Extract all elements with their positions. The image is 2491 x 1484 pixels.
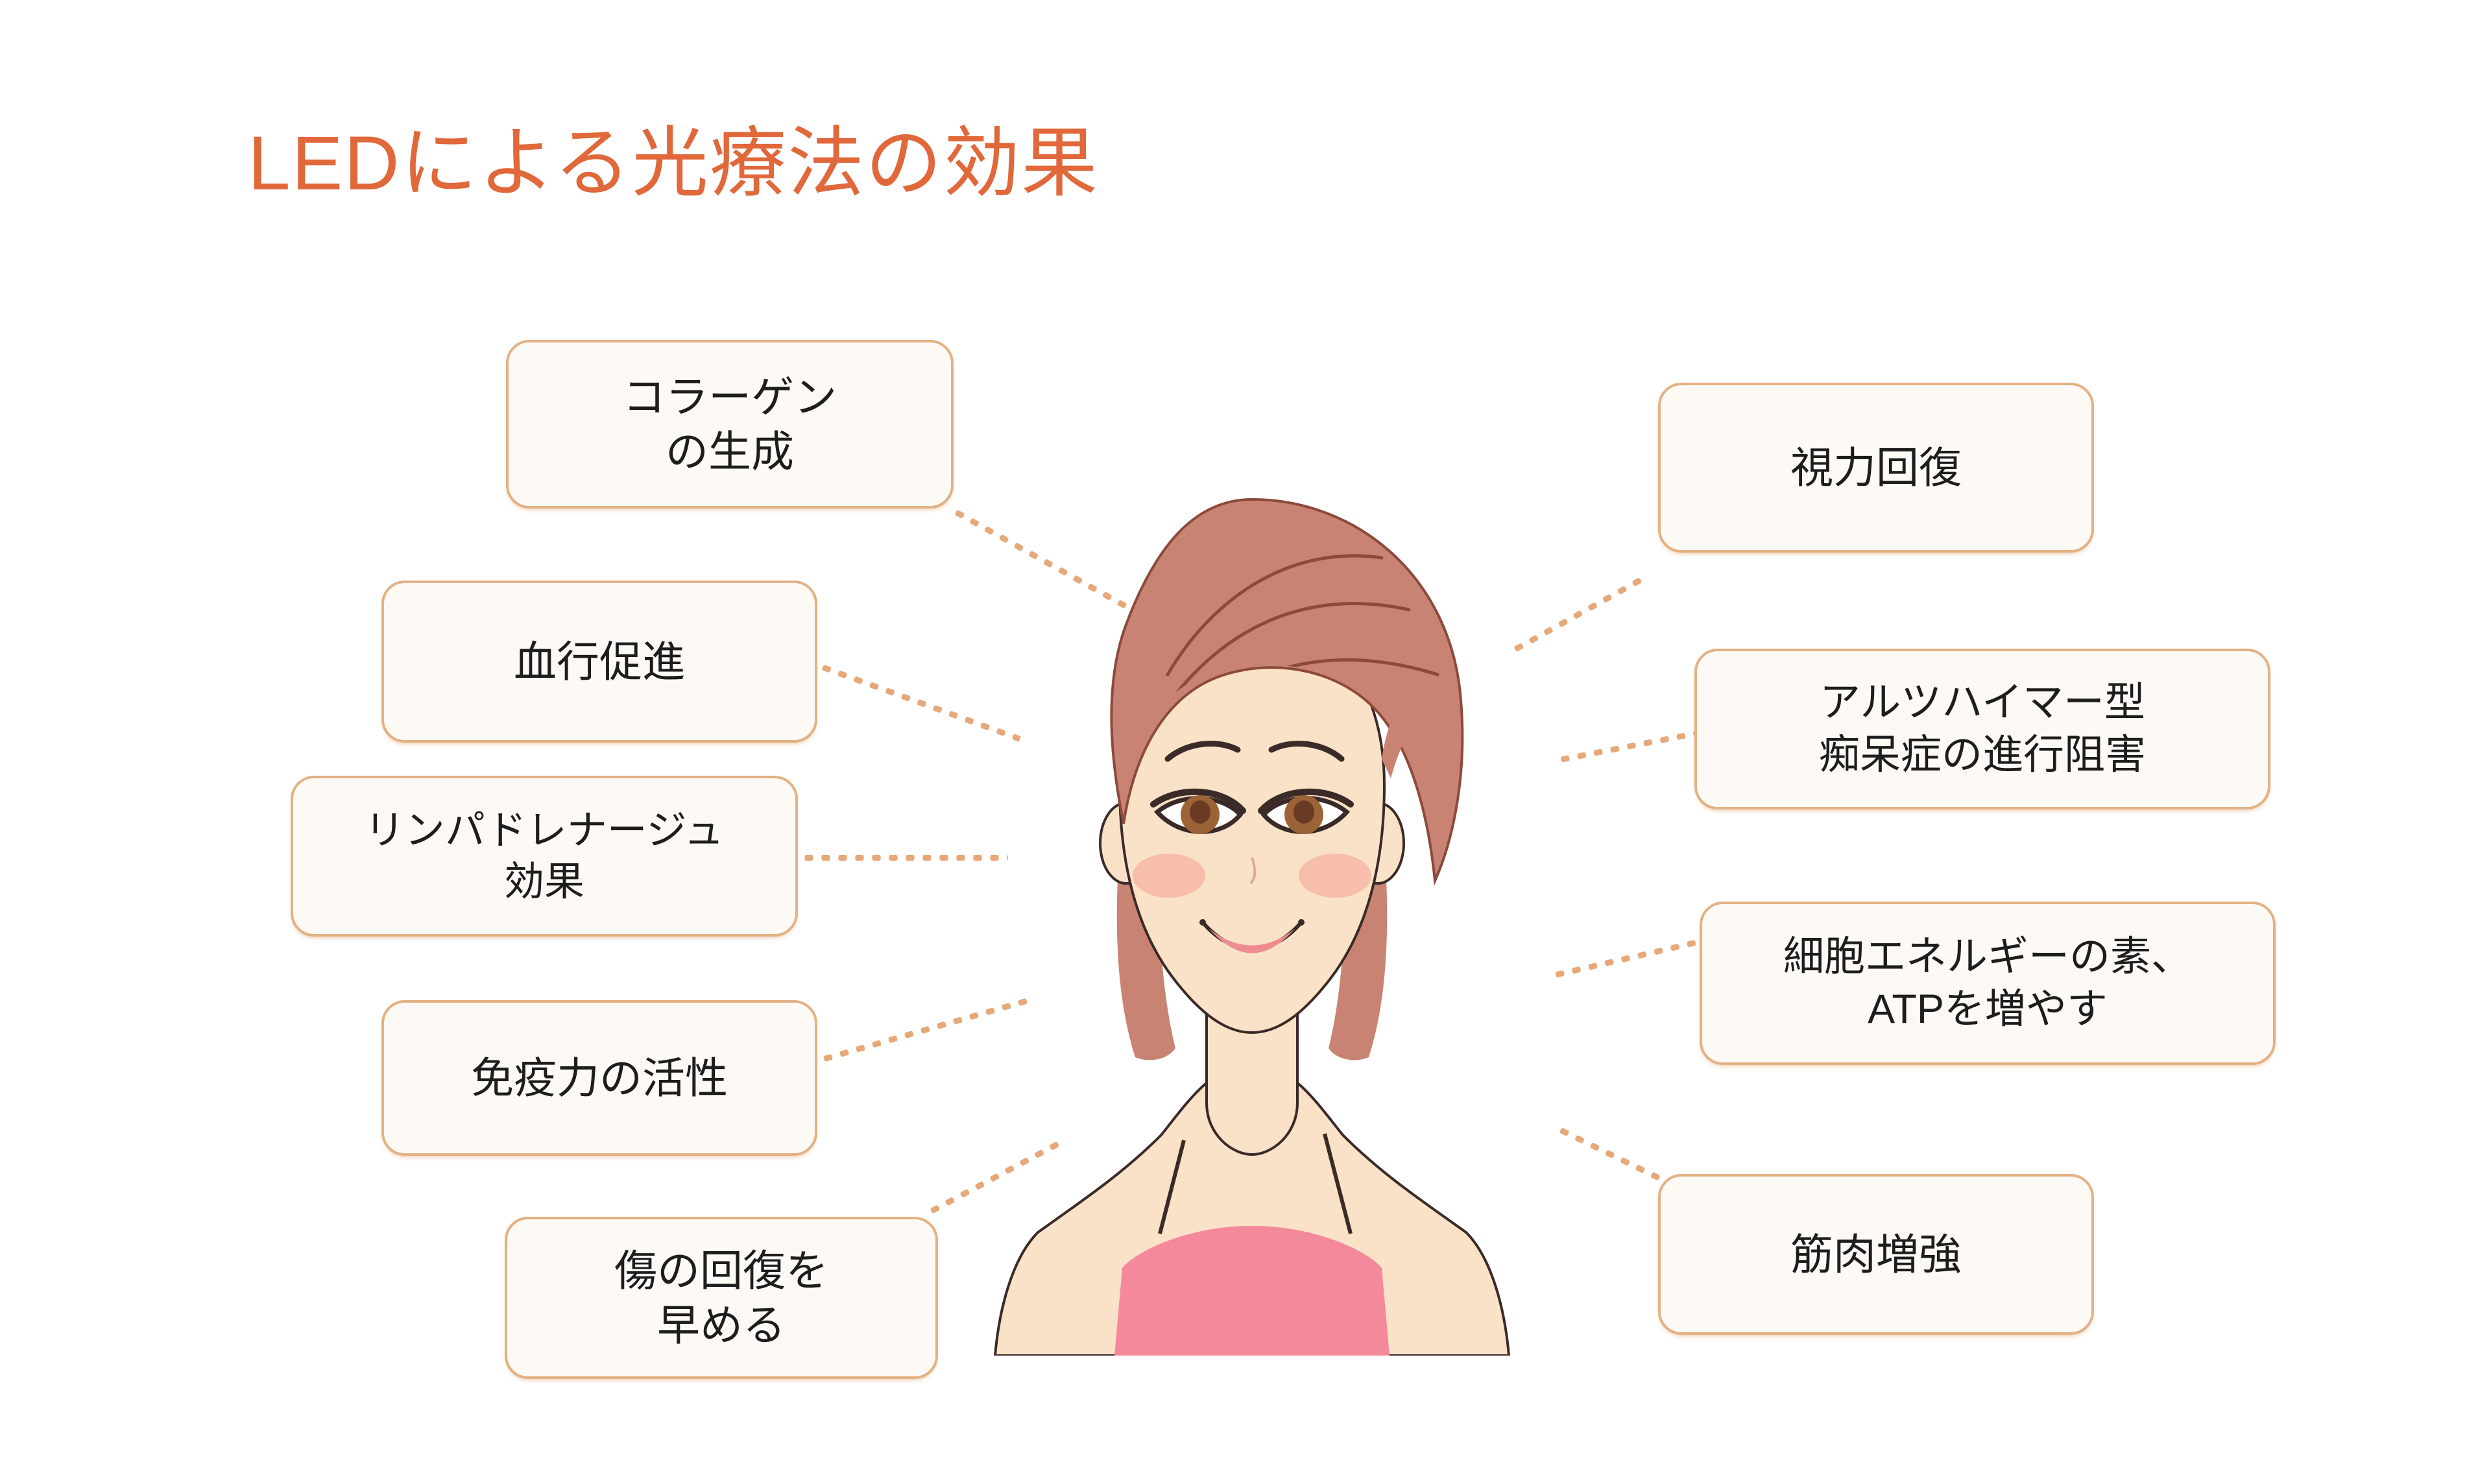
callout-alzheimer-prevention[interactable]: アルツハイマー型 痴呆症の進行阻害 xyxy=(1694,649,2270,809)
woman-illustration xyxy=(928,480,1576,1356)
callout-label: 筋肉増強 xyxy=(1790,1230,1962,1278)
callout-blood-circulation[interactable]: 血行促進 xyxy=(381,580,817,743)
callout-label: 血行促進 xyxy=(514,637,685,686)
callout-label: アルツハイマー型 痴呆症の進行阻害 xyxy=(1819,680,2146,778)
callout-label: 傷の回復を 早める xyxy=(614,1246,828,1349)
connector-alzheimer xyxy=(1556,730,1698,763)
page-title: LEDによる光療法の効果 xyxy=(248,121,1100,206)
callout-wound-healing[interactable]: 傷の回復を 早める xyxy=(505,1217,938,1379)
callout-collagen-production[interactable]: コラーゲン の生成 xyxy=(506,340,954,509)
callout-label: リンパドレナージュ 効果 xyxy=(364,808,725,904)
callout-muscle-strengthening[interactable]: 筋肉増強 xyxy=(1658,1174,2094,1335)
callout-atp-increase[interactable]: 細胞エネルギーの素、 ATPを増やす xyxy=(1700,902,2276,1065)
callout-lymphatic-drainage[interactable]: リンパドレナージュ 効果 xyxy=(291,776,798,937)
callout-label: 視力回復 xyxy=(1790,443,1962,492)
callout-label: コラーゲン の生成 xyxy=(623,372,837,475)
callout-label: 免疫力の活性 xyxy=(471,1053,728,1102)
callout-immune-activation[interactable]: 免疫力の活性 xyxy=(381,1000,817,1156)
callout-label: 細胞エネルギーの素、 ATPを増やす xyxy=(1783,934,2192,1032)
callout-vision-recovery[interactable]: 視力回復 xyxy=(1658,383,2094,553)
